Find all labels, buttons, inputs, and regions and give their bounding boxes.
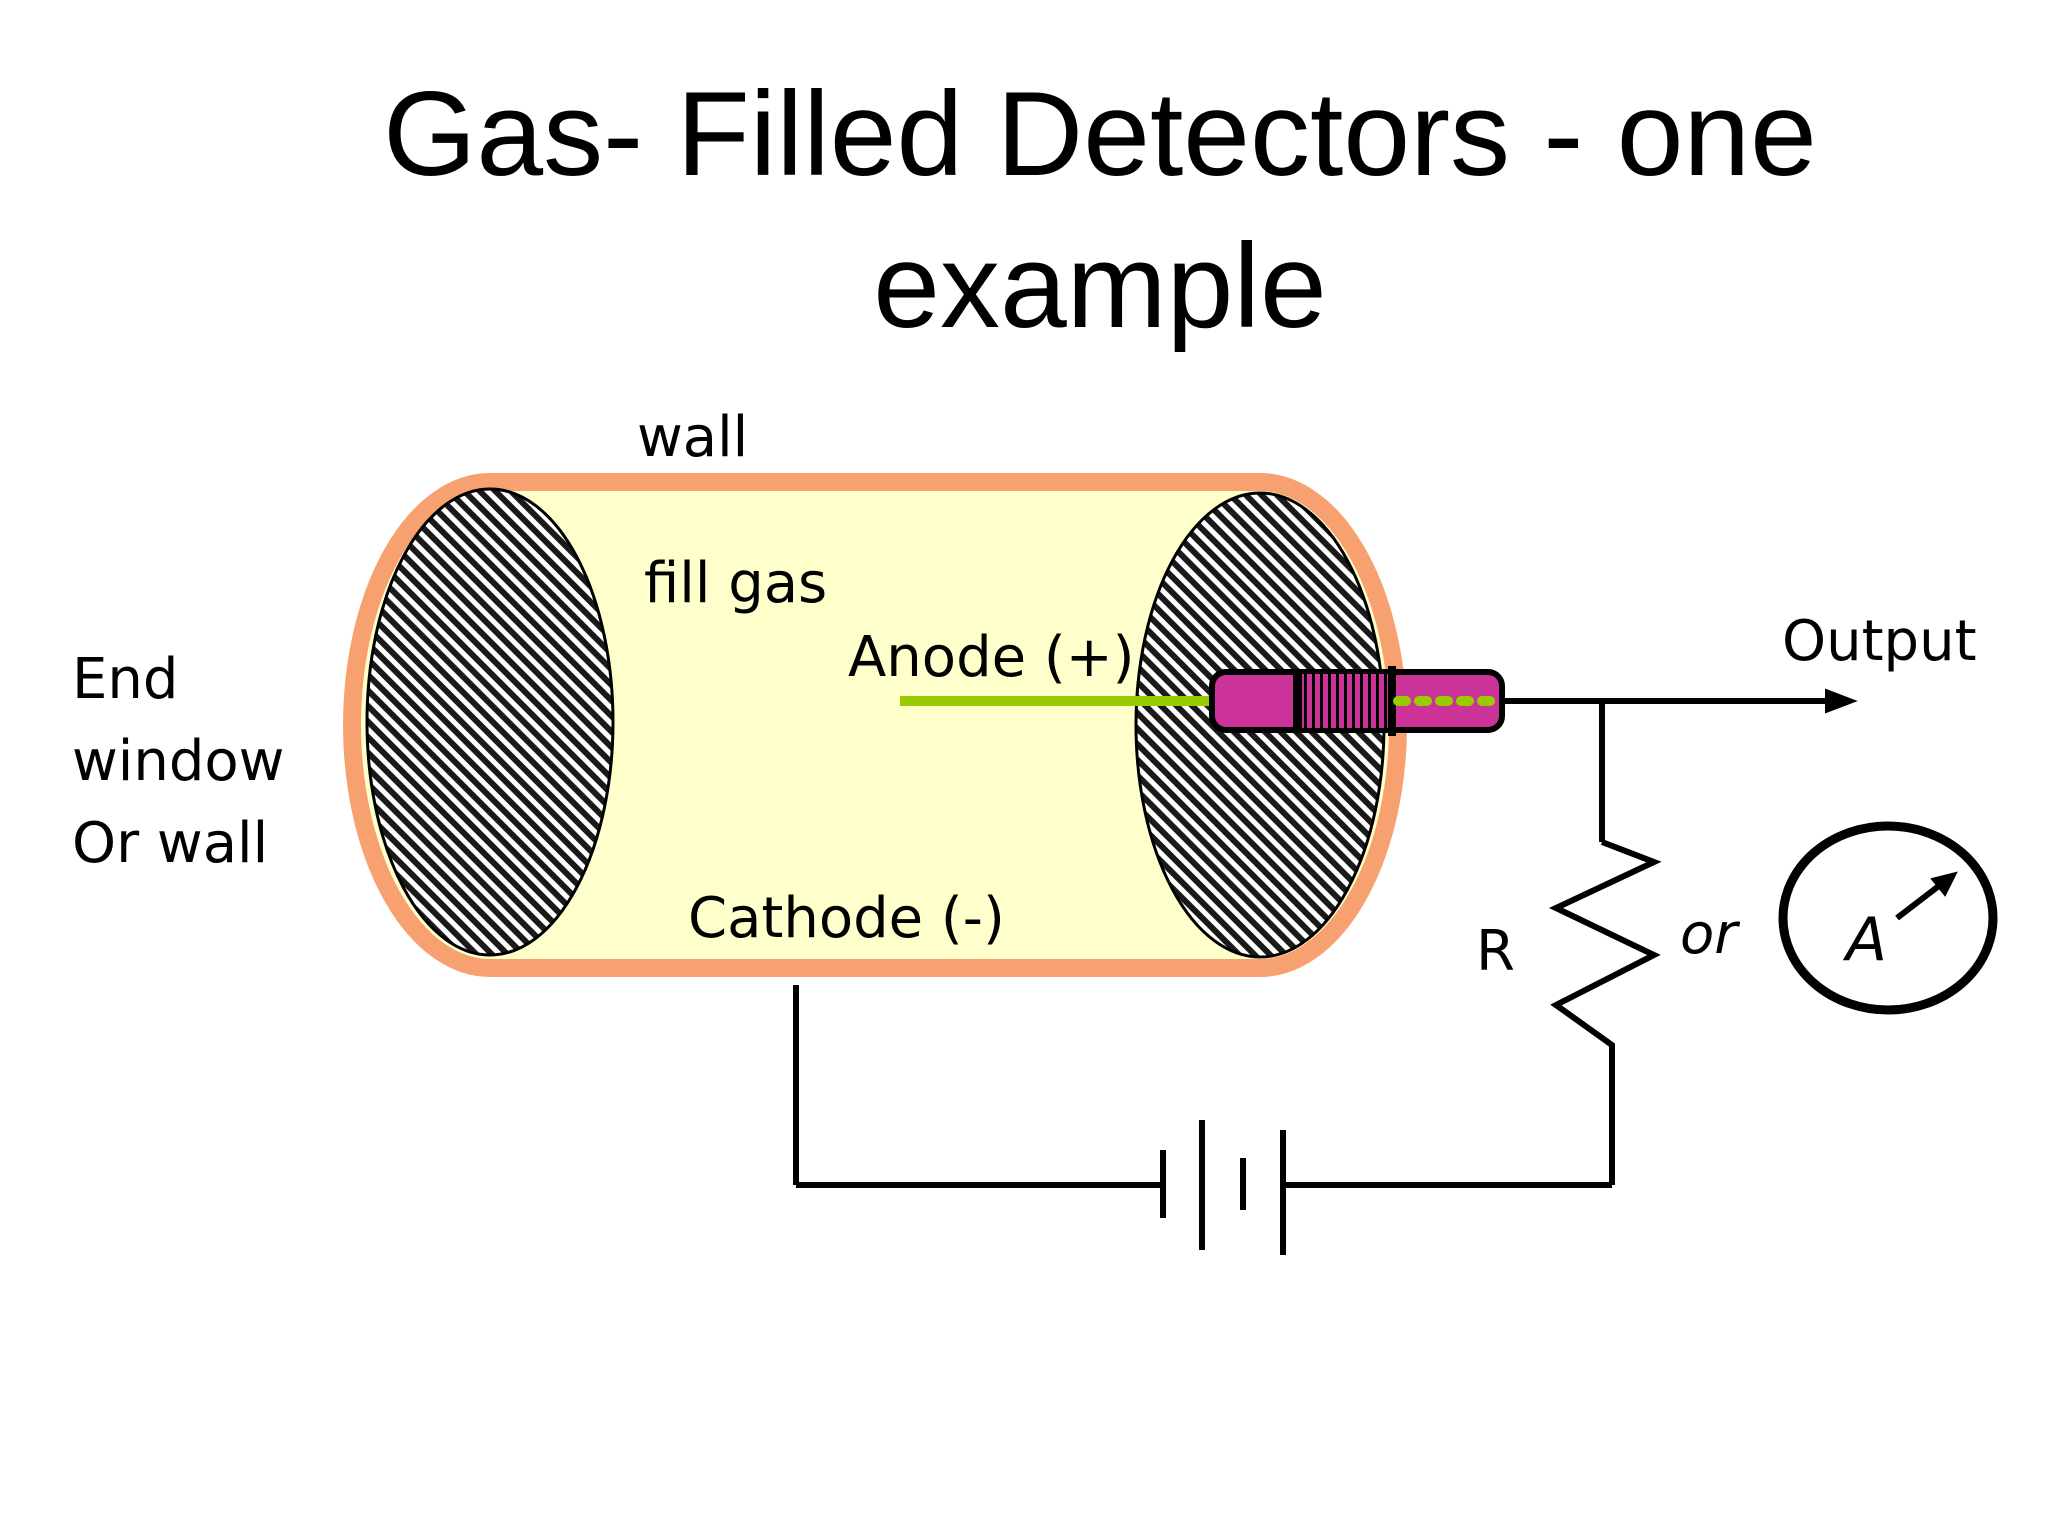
end-window-label-3: Or wall [72, 811, 268, 876]
end-window-label-1: End [72, 647, 178, 712]
anode-connector [1209, 666, 1505, 736]
ammeter-needle [1895, 879, 1946, 921]
circuit [793, 688, 1998, 1255]
ammeter-arrow-head [1930, 871, 1958, 897]
resistor-label: R [1476, 919, 1515, 984]
end-window [365, 487, 615, 957]
title-line-2: example [873, 219, 1327, 353]
page-title: Gas- Filled Detectors - one example [0, 58, 2048, 362]
battery [1160, 1120, 1297, 1255]
title-line-1: Gas- Filled Detectors - one [383, 67, 1817, 201]
or-label: or [1680, 902, 1740, 967]
resistor [1549, 839, 1662, 1185]
fill-gas-label: fill gas [644, 551, 827, 616]
wall-label: wall [637, 405, 748, 470]
end-window-label-2: window [72, 729, 284, 794]
output-label: Output [1782, 609, 1977, 674]
detector-cylinder [343, 473, 1407, 977]
anode-label: Anode (+) [848, 625, 1134, 690]
output-arrow [1825, 688, 1858, 714]
ammeter [1778, 821, 1998, 1015]
cylinder-body [343, 473, 1407, 977]
cathode-label: Cathode (-) [688, 886, 1005, 951]
ammeter-label: A [1842, 905, 1887, 975]
